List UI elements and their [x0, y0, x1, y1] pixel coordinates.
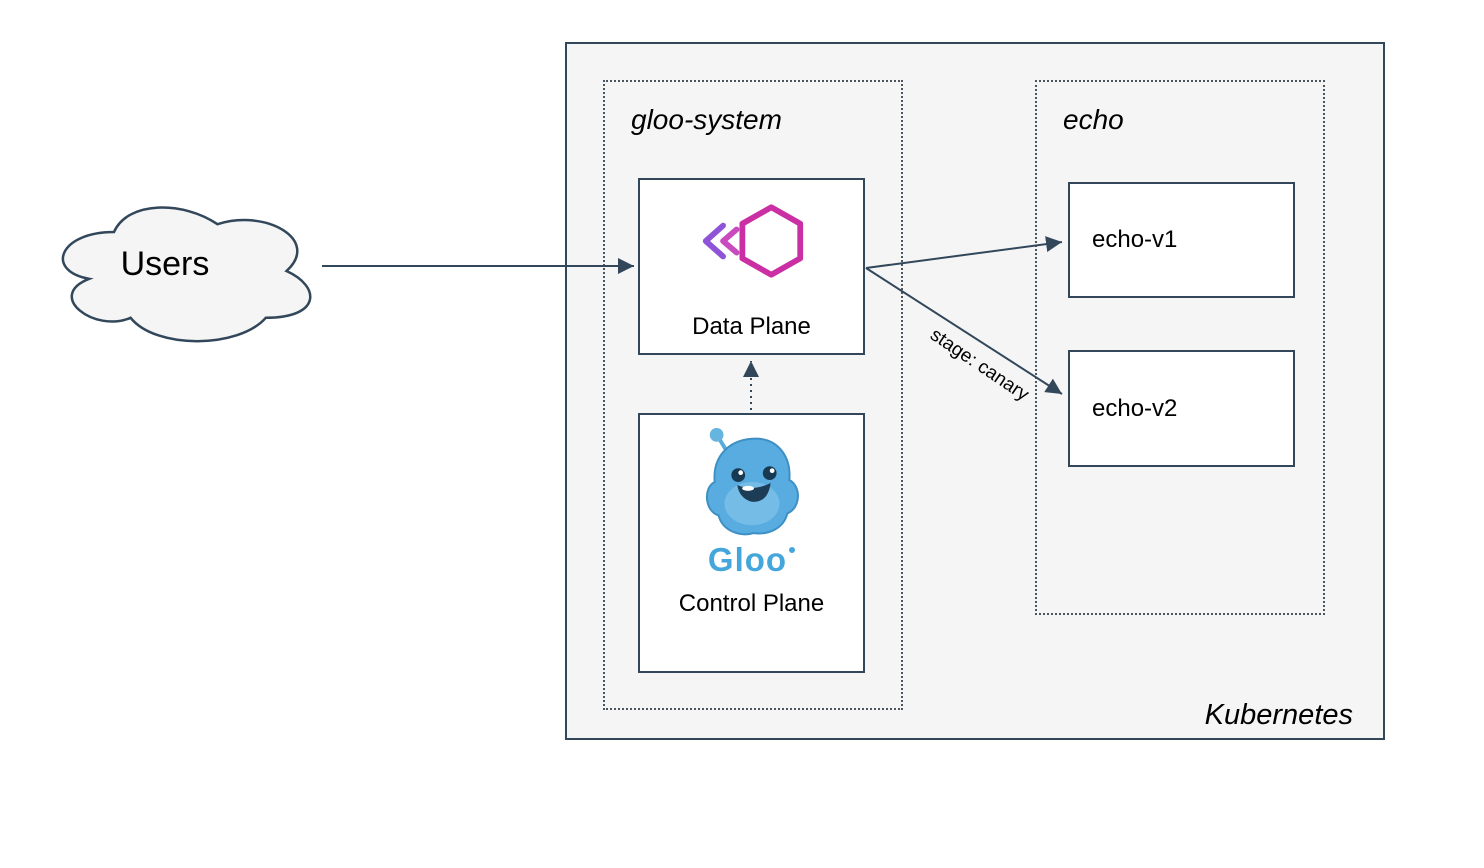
- users-label: Users: [120, 245, 210, 283]
- gloo-gateway-icon: [702, 204, 803, 278]
- gloo-mascot-icon: [705, 427, 799, 536]
- namespace-gloo-system: gloo-system: [603, 80, 903, 710]
- namespace-echo: echo: [1035, 80, 1325, 615]
- echo-v2-label: echo-v2: [1092, 394, 1178, 422]
- cloud-shape: [61, 206, 312, 343]
- gloo-wordmark-text: Gloo: [707, 541, 788, 578]
- gloo-wordmark-bubble: [789, 547, 796, 553]
- gloo-wordmark: Gloo: [707, 541, 796, 578]
- control-plane-label: Control Plane: [678, 590, 825, 617]
- echo-v1-label: echo-v1: [1092, 226, 1178, 253]
- control-plane-node: Gloo Control Plane: [638, 413, 865, 673]
- data-plane-node: Data Plane: [638, 178, 865, 355]
- echo-v2-node: echo-v2: [1068, 350, 1295, 467]
- users-cloud: [42, 190, 324, 357]
- kubernetes-label: Kubernetes: [1204, 699, 1353, 731]
- data-plane-label: Data Plane: [692, 313, 811, 340]
- echo-label: echo: [1063, 104, 1124, 135]
- echo-v1-node: echo-v1: [1068, 182, 1295, 298]
- gloo-system-label: gloo-system: [631, 104, 782, 135]
